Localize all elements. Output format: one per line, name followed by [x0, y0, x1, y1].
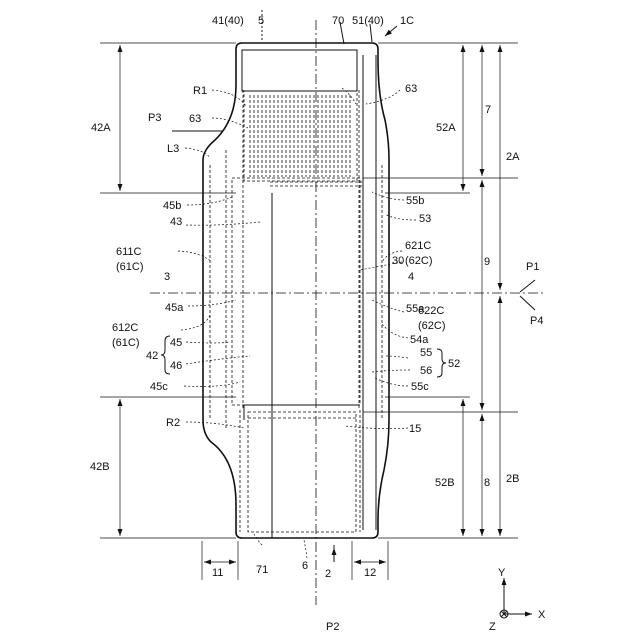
label-70: 70	[332, 15, 344, 27]
label-61C-a: (61C)	[116, 261, 144, 273]
label-55: 55	[420, 347, 432, 359]
label-1C: 1C	[400, 15, 414, 27]
label-63-left: 63	[189, 113, 201, 125]
label-41-40: 41(40)	[212, 15, 244, 27]
label-R1: R1	[193, 85, 207, 97]
article-outline	[203, 43, 389, 538]
label-53: 53	[419, 213, 431, 225]
dashed-structures	[210, 90, 382, 532]
label-30: 30	[392, 255, 404, 267]
leader-lines	[178, 10, 535, 562]
label-45a: 45a	[165, 302, 184, 314]
label-2: 2	[325, 568, 331, 580]
label-52B: 52B	[435, 477, 455, 489]
label-42: 42	[146, 350, 158, 362]
label-62C-b: (62C)	[418, 320, 446, 332]
label-12: 12	[364, 567, 376, 579]
label-52A: 52A	[436, 122, 456, 134]
label-621C: 621C	[405, 240, 431, 252]
label-R2: R2	[166, 417, 180, 429]
label-55b: 55b	[406, 195, 424, 207]
label-42A: 42A	[91, 122, 111, 134]
label-51-40: 51(40)	[352, 15, 384, 27]
label-3: 3	[164, 271, 170, 283]
label-55c: 55c	[411, 381, 429, 393]
label-43: 43	[170, 216, 182, 228]
label-56: 56	[420, 365, 432, 377]
arrow-1C	[385, 26, 397, 36]
label-2B: 2B	[506, 473, 519, 485]
label-52: 52	[448, 358, 460, 370]
tape-70	[242, 50, 357, 91]
axis-indicator	[500, 578, 532, 618]
axis-label-X: X	[538, 609, 546, 621]
label-54a: 54a	[410, 334, 429, 346]
label-15: 15	[409, 423, 421, 435]
label-6: 6	[302, 560, 308, 572]
label-4: 4	[408, 271, 414, 283]
label-612C: 612C	[112, 322, 138, 334]
label-61C-b: (61C)	[112, 337, 140, 349]
label-62C-a: (62C)	[405, 255, 433, 267]
label-622C: 622C	[418, 305, 444, 317]
brace-52	[437, 349, 446, 377]
axis-label-Y: Y	[498, 567, 506, 579]
label-P3: P3	[148, 112, 161, 124]
label-5: 5	[258, 15, 264, 27]
label-71: 71	[256, 564, 268, 576]
label-45: 45	[170, 337, 182, 349]
axis-label-Z: Z	[489, 621, 496, 633]
label-45b: 45b	[163, 200, 181, 212]
label-46: 46	[170, 360, 182, 372]
brace-42	[161, 336, 170, 374]
label-63-right: 63	[405, 83, 417, 95]
label-42B: 42B	[90, 461, 110, 473]
label-P1: P1	[526, 261, 539, 273]
label-7: 7	[485, 104, 491, 116]
label-9: 9	[484, 256, 490, 268]
label-2A: 2A	[506, 151, 520, 163]
label-P2: P2	[326, 621, 339, 633]
label-8: 8	[484, 477, 490, 489]
label-11: 11	[212, 567, 223, 579]
label-45c: 45c	[150, 381, 168, 393]
label-L3: L3	[167, 143, 179, 155]
label-611C: 611C	[116, 246, 142, 258]
label-P4: P4	[530, 315, 543, 327]
